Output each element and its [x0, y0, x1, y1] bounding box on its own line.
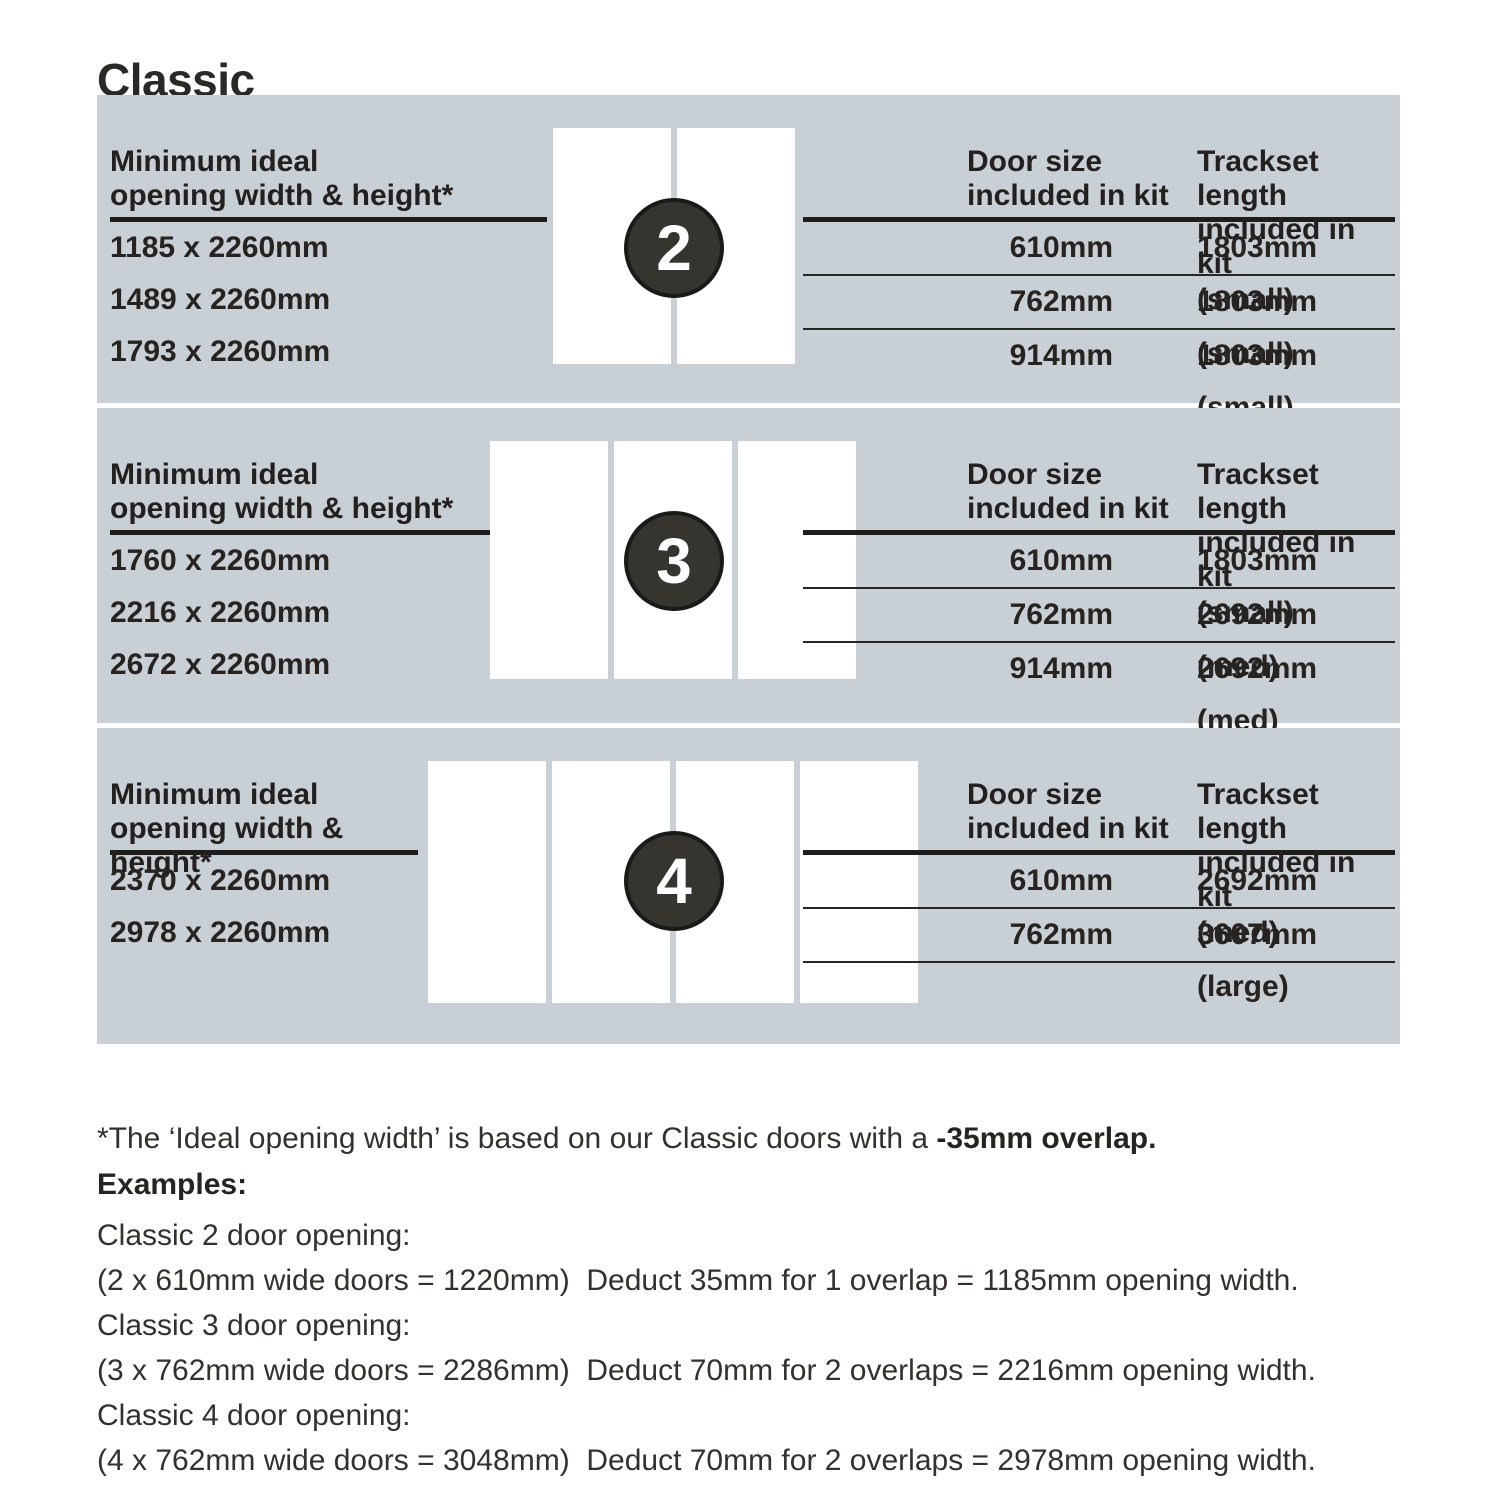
example-line: Classic 3 door opening: — [97, 1309, 411, 1342]
section-4-door: Minimum ideal opening width & height* 23… — [97, 728, 1400, 1044]
kit-row: 914mm 2692mm (med) — [803, 643, 1395, 737]
kit-row: 762mm 3607mm (large) — [803, 909, 1395, 1003]
opening-row: 2216 x 2260mm — [110, 596, 331, 629]
kit-row: 610mm 1803mm (small) — [803, 222, 1395, 316]
footnote-bold: -35mm overlap. — [936, 1122, 1157, 1155]
kit-row: 762mm 1803mm (small) — [803, 276, 1395, 370]
trackset-header: Trackset length included in kit — [1197, 778, 1356, 913]
example-line: (3 x 762mm wide doors = 2286mm) Deduct 7… — [97, 1354, 1316, 1387]
header-rule — [110, 217, 547, 222]
door-size-value: 914mm — [1009, 339, 1113, 372]
door-size-value: 762mm — [1009, 598, 1113, 631]
trackset-value: 1803mm (small) — [1197, 231, 1318, 316]
trackset-value: 2692mm (med) — [1197, 598, 1318, 683]
header-rule — [803, 530, 1395, 535]
header-rule — [110, 850, 418, 855]
door-count-badge: 2 — [624, 198, 724, 298]
door-size-header: Door size included in kit — [967, 458, 1169, 525]
door-size-value: 914mm — [1009, 652, 1113, 685]
examples-heading: Examples: — [97, 1168, 248, 1201]
overlap-footnote: *The ‘Ideal opening width’ is based on o… — [97, 1122, 1156, 1156]
kit-columns: Door size included in kit Trackset lengt… — [803, 95, 1395, 424]
opening-row: 1760 x 2260mm — [110, 544, 331, 577]
door-size-value: 610mm — [1009, 864, 1113, 897]
example-line: Classic 4 door opening: — [97, 1399, 411, 1432]
opening-column: Minimum ideal opening width & height* 17… — [110, 408, 547, 691]
header-rule — [110, 530, 547, 535]
kit-row: 610mm 1803mm (small) — [803, 535, 1395, 629]
kit-columns: Door size included in kit Trackset lengt… — [803, 728, 1395, 1003]
door-count-badge: 4 — [624, 831, 724, 931]
opening-column-header: Minimum ideal opening width & height* — [110, 145, 454, 212]
door-size-value: 610mm — [1009, 231, 1113, 264]
example-line: (4 x 762mm wide doors = 3048mm) Deduct 7… — [97, 1444, 1316, 1477]
opening-column-header: Minimum ideal opening width & height* — [110, 778, 344, 879]
kit-row: 914mm 1803mm (small) — [803, 330, 1395, 424]
opening-row: 2978 x 2260mm — [110, 916, 331, 949]
door-panel — [490, 441, 608, 679]
kit-row: 610mm 2692mm (med) — [803, 855, 1395, 949]
example-line: (2 x 610mm wide doors = 1220mm) Deduct 3… — [97, 1264, 1299, 1297]
section-3-door: Minimum ideal opening width & height* 17… — [97, 408, 1400, 737]
examples-block: Classic 2 door opening: (2 x 610mm wide … — [97, 1213, 1316, 1483]
kit-row: 762mm 2692mm (med) — [803, 589, 1395, 683]
door-size-header: Door size included in kit — [967, 145, 1169, 212]
opening-row: 1489 x 2260mm — [110, 283, 331, 316]
header-rule — [803, 217, 1395, 222]
classic-kit-spec-panel: Minimum ideal opening width & height* 11… — [97, 95, 1400, 1044]
trackset-value: 3607mm (large) — [1197, 918, 1318, 1003]
opening-column: Minimum ideal opening width & height* 11… — [110, 95, 547, 378]
opening-row: 2672 x 2260mm — [110, 648, 331, 681]
kit-columns: Door size included in kit Trackset lengt… — [803, 408, 1395, 737]
trackset-value: 1803mm (small) — [1197, 544, 1318, 629]
opening-row: 2370 x 2260mm — [110, 864, 331, 897]
door-size-value: 762mm — [1009, 285, 1113, 318]
opening-row: 1793 x 2260mm — [110, 335, 331, 368]
header-rule — [803, 850, 1395, 855]
section-2-door: Minimum ideal opening width & height* 11… — [97, 95, 1400, 424]
trackset-value: 2692mm (med) — [1197, 864, 1318, 949]
door-size-value: 762mm — [1009, 918, 1113, 951]
trackset-value: 1803mm (small) — [1197, 285, 1318, 370]
trackset-header: Trackset length included in kit — [1197, 145, 1356, 280]
trackset-header: Trackset length included in kit — [1197, 458, 1356, 593]
door-panel — [738, 441, 856, 679]
door-size-value: 610mm — [1009, 544, 1113, 577]
opening-column-header: Minimum ideal opening width & height* — [110, 458, 454, 525]
example-line: Classic 2 door opening: — [97, 1219, 411, 1252]
opening-row: 1185 x 2260mm — [110, 231, 329, 264]
door-panel — [428, 761, 546, 1003]
footnote-text: *The ‘Ideal opening width’ is based on o… — [97, 1122, 937, 1155]
door-size-header: Door size included in kit — [967, 778, 1169, 845]
opening-column: Minimum ideal opening width & height* 23… — [110, 728, 418, 959]
door-count-badge: 3 — [624, 511, 724, 611]
door-diagram-2-doors — [553, 128, 795, 364]
